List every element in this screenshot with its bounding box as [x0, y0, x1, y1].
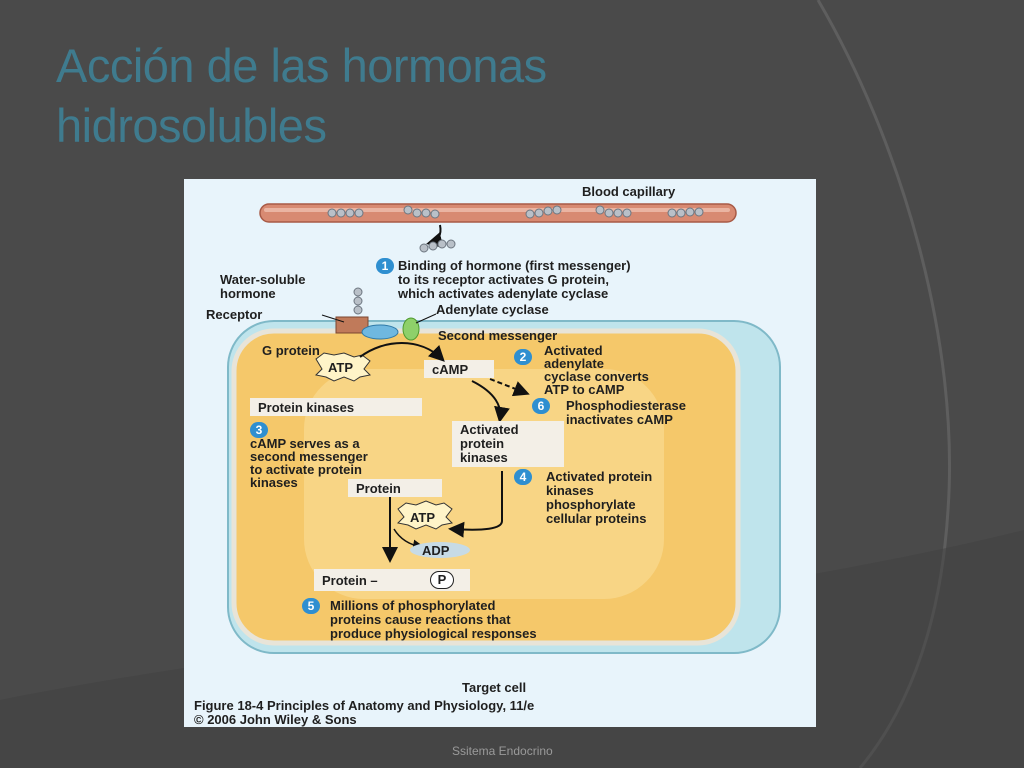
step-5-line-1: Millions of phosphorylated	[330, 598, 496, 613]
blood-capillary-label: Blood capillary	[582, 184, 676, 199]
camp-label: cAMP	[432, 362, 469, 377]
capillary-hormone-molecules	[327, 205, 704, 219]
step-2-line-4: ATP to cAMP	[544, 382, 625, 397]
step-4-line-3: phosphorylate	[546, 497, 636, 512]
slide-title-line-1: Acción de las hormonas	[56, 39, 547, 92]
adenylate-cyclase-label: Adenylate cyclase	[436, 302, 549, 317]
step-3-badge: 3	[250, 422, 268, 438]
step-3-line-1: cAMP serves as a	[250, 436, 360, 451]
step-2-line-3: cyclase converts	[544, 369, 649, 384]
adenylate-cyclase-shape	[402, 317, 420, 341]
step-3-line-3: to activate protein	[250, 462, 362, 477]
slide-title-line-2: hidrosolubles	[56, 99, 327, 152]
step-1-line-3: which activates adenylate cyclase	[398, 286, 609, 301]
step-1-line-1: Binding of hormone (first messenger)	[398, 258, 631, 273]
step-5-line-2: proteins cause reactions that	[330, 612, 511, 627]
second-messenger-label: Second messenger	[438, 328, 558, 343]
step-3-line-2: second messenger	[250, 449, 368, 464]
atp-label-2: ATP	[410, 510, 436, 525]
target-cell-label: Target cell	[462, 680, 527, 695]
step-5-line-3: produce physiological responses	[330, 626, 537, 641]
water-soluble-label-2: hormone	[220, 286, 276, 301]
step-4-line-4: cellular proteins	[546, 511, 647, 526]
phosphate-label: P	[430, 571, 454, 589]
slide-footer: Ssitema Endocrino	[452, 744, 553, 758]
camp-box-shape	[424, 360, 494, 378]
step-2-line-1: Activated	[544, 343, 603, 358]
released-hormone-molecules	[419, 239, 456, 253]
g-protein-shape	[361, 324, 399, 340]
hormone-action-figure: Blood capillary 1 Binding of hormone (fi…	[184, 179, 816, 727]
atp-star-1	[314, 352, 372, 382]
step-4-line-1: Activated protein	[546, 469, 653, 484]
step-2-line-2: adenylate	[544, 356, 604, 371]
adp-shape	[410, 542, 470, 558]
step-4-line-2: kinases	[546, 483, 594, 498]
step-6-badge: 6	[532, 398, 550, 414]
protein-kinases-label: Protein kinases	[258, 400, 355, 415]
adp-label: ADP	[422, 543, 450, 558]
receptor-shape	[335, 316, 369, 334]
protein-p-label: Protein –	[322, 573, 378, 588]
step-1-line-2: to its receptor activates G protein,	[398, 272, 609, 287]
protein-label: Protein	[356, 481, 401, 496]
step-2-badge: 2	[514, 349, 532, 365]
activated-kinases-line-2: protein	[460, 436, 505, 451]
g-protein-label: G protein	[262, 343, 320, 358]
step-1-badge: 1	[376, 258, 394, 274]
receptor-label: Receptor	[206, 307, 263, 322]
slide-title: Acción de las hormonas hidrosolubles	[56, 36, 547, 156]
step-5-badge: 5	[302, 598, 320, 614]
caption-line-2: © 2006 John Wiley & Sons	[194, 712, 357, 727]
water-soluble-label-1: Water-soluble	[220, 272, 306, 287]
step-6-line-2: inactivates cAMP	[566, 412, 673, 427]
activated-kinases-line-3: kinases	[460, 450, 508, 465]
caption-line-1: Figure 18-4 Principles of Anatomy and Ph…	[194, 698, 535, 713]
step-3-line-4: kinases	[250, 475, 298, 490]
step-6-line-1: Phosphodiesterase	[566, 398, 686, 413]
atp-label-1: ATP	[328, 360, 354, 375]
step-4-badge: 4	[514, 469, 532, 485]
bound-hormone-molecules	[353, 287, 363, 315]
activated-kinases-line-1: Activated	[460, 422, 519, 437]
